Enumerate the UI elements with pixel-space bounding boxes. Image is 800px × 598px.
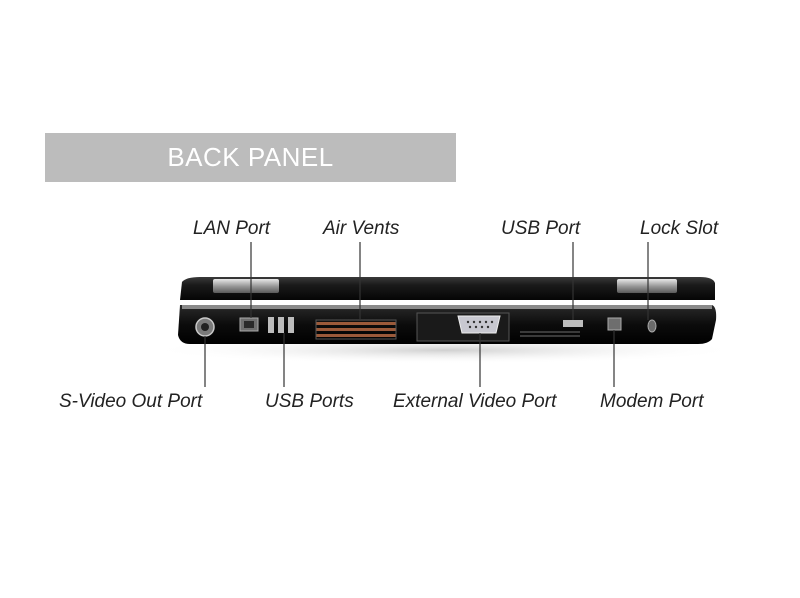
laptop-lid bbox=[180, 277, 715, 300]
label-lock-slot: Lock Slot bbox=[640, 218, 719, 239]
left-hinge bbox=[213, 279, 279, 293]
lower-vent-strip bbox=[520, 331, 580, 337]
air-vents-icon bbox=[315, 319, 397, 340]
label-modem-port: Modem Port bbox=[600, 391, 704, 412]
modem-port-icon bbox=[607, 317, 622, 331]
vga-port-icon bbox=[457, 315, 501, 334]
section-title: BACK PANEL bbox=[167, 142, 334, 172]
label-air-vents: Air Vents bbox=[323, 218, 400, 239]
usb-port-icon bbox=[288, 317, 294, 333]
usb-port-icon bbox=[268, 317, 274, 333]
lock-slot-icon bbox=[647, 319, 657, 333]
section-banner: BACK PANEL bbox=[45, 133, 456, 182]
label-lan-port: LAN Port bbox=[193, 218, 271, 239]
label-svideo-out-port: S-Video Out Port bbox=[59, 391, 203, 412]
usb-port-icon bbox=[278, 317, 284, 333]
label-external-video-port: External Video Port bbox=[393, 391, 557, 412]
label-usb-ports: USB Ports bbox=[265, 391, 354, 412]
label-usb-port: USB Port bbox=[501, 218, 581, 239]
right-hinge bbox=[617, 279, 677, 293]
chrome-trim bbox=[182, 305, 712, 309]
callout-lines bbox=[204, 242, 649, 387]
usb-port-icon bbox=[563, 320, 583, 327]
